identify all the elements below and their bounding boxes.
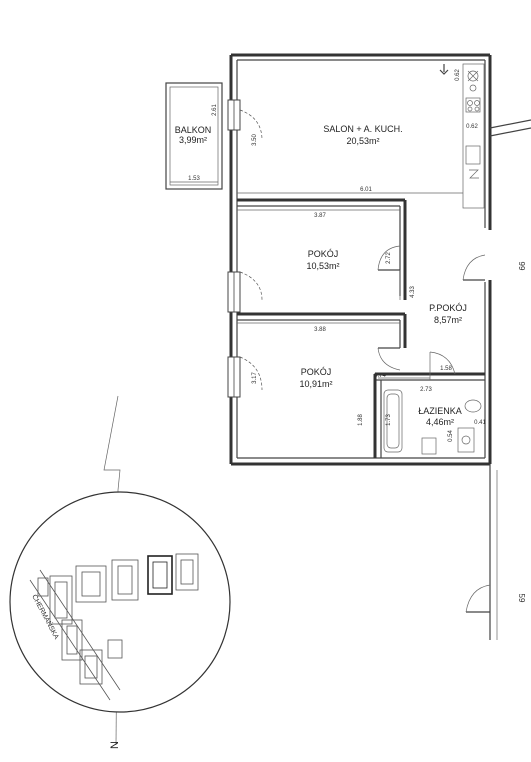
room-area-pokoj-2: 10,91m² [299,379,332,389]
dim-label: 6.01 [360,187,372,193]
dim-label: 0.41 [474,420,486,426]
door-number-59: 59 [517,594,526,603]
room-area-pokoj-1: 10,53m² [306,261,339,271]
dim-label: 2.73 [420,387,432,393]
dim-label: 0.74 [374,373,386,379]
room-name-pokoj-1: POKÓJ [308,249,339,259]
room-name-balkon: BALKON [175,125,212,135]
room-name-przedpokoj: P.POKÓJ [429,303,467,313]
dim-label: 3.88 [314,327,326,333]
location-map: CHERMAŃSKA [9,491,231,713]
dimension-labels: 2.61 3.50 1.53 6.01 0.62 0.62 3.87 2.72 … [188,69,486,442]
door-number-99: 99 [517,262,526,271]
room-area-balkon: 3,99m² [179,135,207,145]
balcony [165,82,223,190]
dim-label: 0.62 [455,69,461,81]
room-name-pokoj-2: POKÓJ [301,367,332,377]
dim-label: 1.88 [358,414,364,426]
dim-label: 0.62 [466,124,478,130]
dim-label: 1.73 [386,414,392,426]
room-area-przedpokoj: 8,57m² [434,315,462,325]
dim-label: 0.54 [448,430,454,442]
dim-label: 3.17 [252,372,258,384]
room-name-salon: SALON + A. KUCH. [323,124,402,134]
doors [239,109,491,613]
room-area-lazienka: 4,46m² [426,417,454,427]
dim-label: 1.58 [440,366,452,372]
room-area-salon: 20,53m² [346,136,379,146]
north-label: N [109,741,121,749]
dim-label: 2.72 [386,252,392,264]
room-name-lazienka: ŁAZIENKA [418,406,462,416]
bathroom-fixtures [383,389,482,455]
dim-label: 3.87 [314,213,326,219]
dim-label: 3.50 [252,134,258,146]
room-labels: BALKON 3,99m² SALON + A. KUCH. 20,53m² P… [175,124,467,427]
dimension-lines [170,181,463,379]
dim-label: 4.33 [410,286,416,298]
dim-label: 2.61 [212,104,218,116]
windows [227,99,241,398]
door-numbers: 99 59 [517,262,526,603]
dim-label: 1.53 [188,176,200,182]
